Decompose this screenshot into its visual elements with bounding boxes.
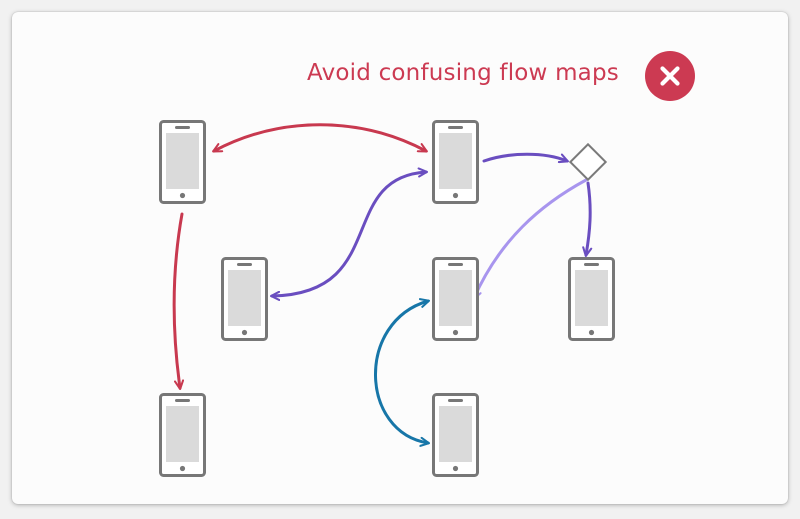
connection-top-left-to-bottom-left [172,212,185,391]
connection-center-to-bottom-middle [374,298,431,447]
phone-middle-right [568,257,615,341]
device-speaker [448,263,463,266]
page-title: Avoid confusing flow maps [307,60,619,86]
device-home-button [452,465,459,472]
connection-middle-left-to-top-middle [269,167,429,301]
connection-decision-to-center [472,178,588,300]
device-speaker [448,399,463,402]
device-screen [166,133,199,189]
phone-bottom-left [159,393,206,477]
device-screen [575,270,608,326]
device-speaker [448,126,463,129]
connection-top-middle-to-decision [482,152,569,164]
device-home-button [588,329,595,336]
phone-middle-left [221,257,268,341]
device-screen [439,406,472,462]
phone-top-middle [432,120,479,204]
device-speaker [175,126,190,129]
close-icon [645,51,695,101]
device-screen [228,270,261,326]
error-badge [645,51,695,101]
decision-diamond [568,142,608,182]
device-home-button [452,329,459,336]
connection-top-left-to-top-middle [212,123,428,153]
device-screen [439,133,472,189]
device-screen [439,270,472,326]
device-speaker [584,263,599,266]
connections [172,123,593,447]
device-home-button [452,192,459,199]
device-screen [166,406,199,462]
phone-top-left [159,120,206,204]
phone-bottom-middle [432,393,479,477]
device-home-button [179,465,186,472]
device-speaker [175,399,190,402]
device-home-button [179,192,186,199]
phone-center [432,257,479,341]
device-speaker [237,263,252,266]
connection-decision-to-middle-right [582,181,593,258]
nodes [159,120,615,477]
device-home-button [241,329,248,336]
